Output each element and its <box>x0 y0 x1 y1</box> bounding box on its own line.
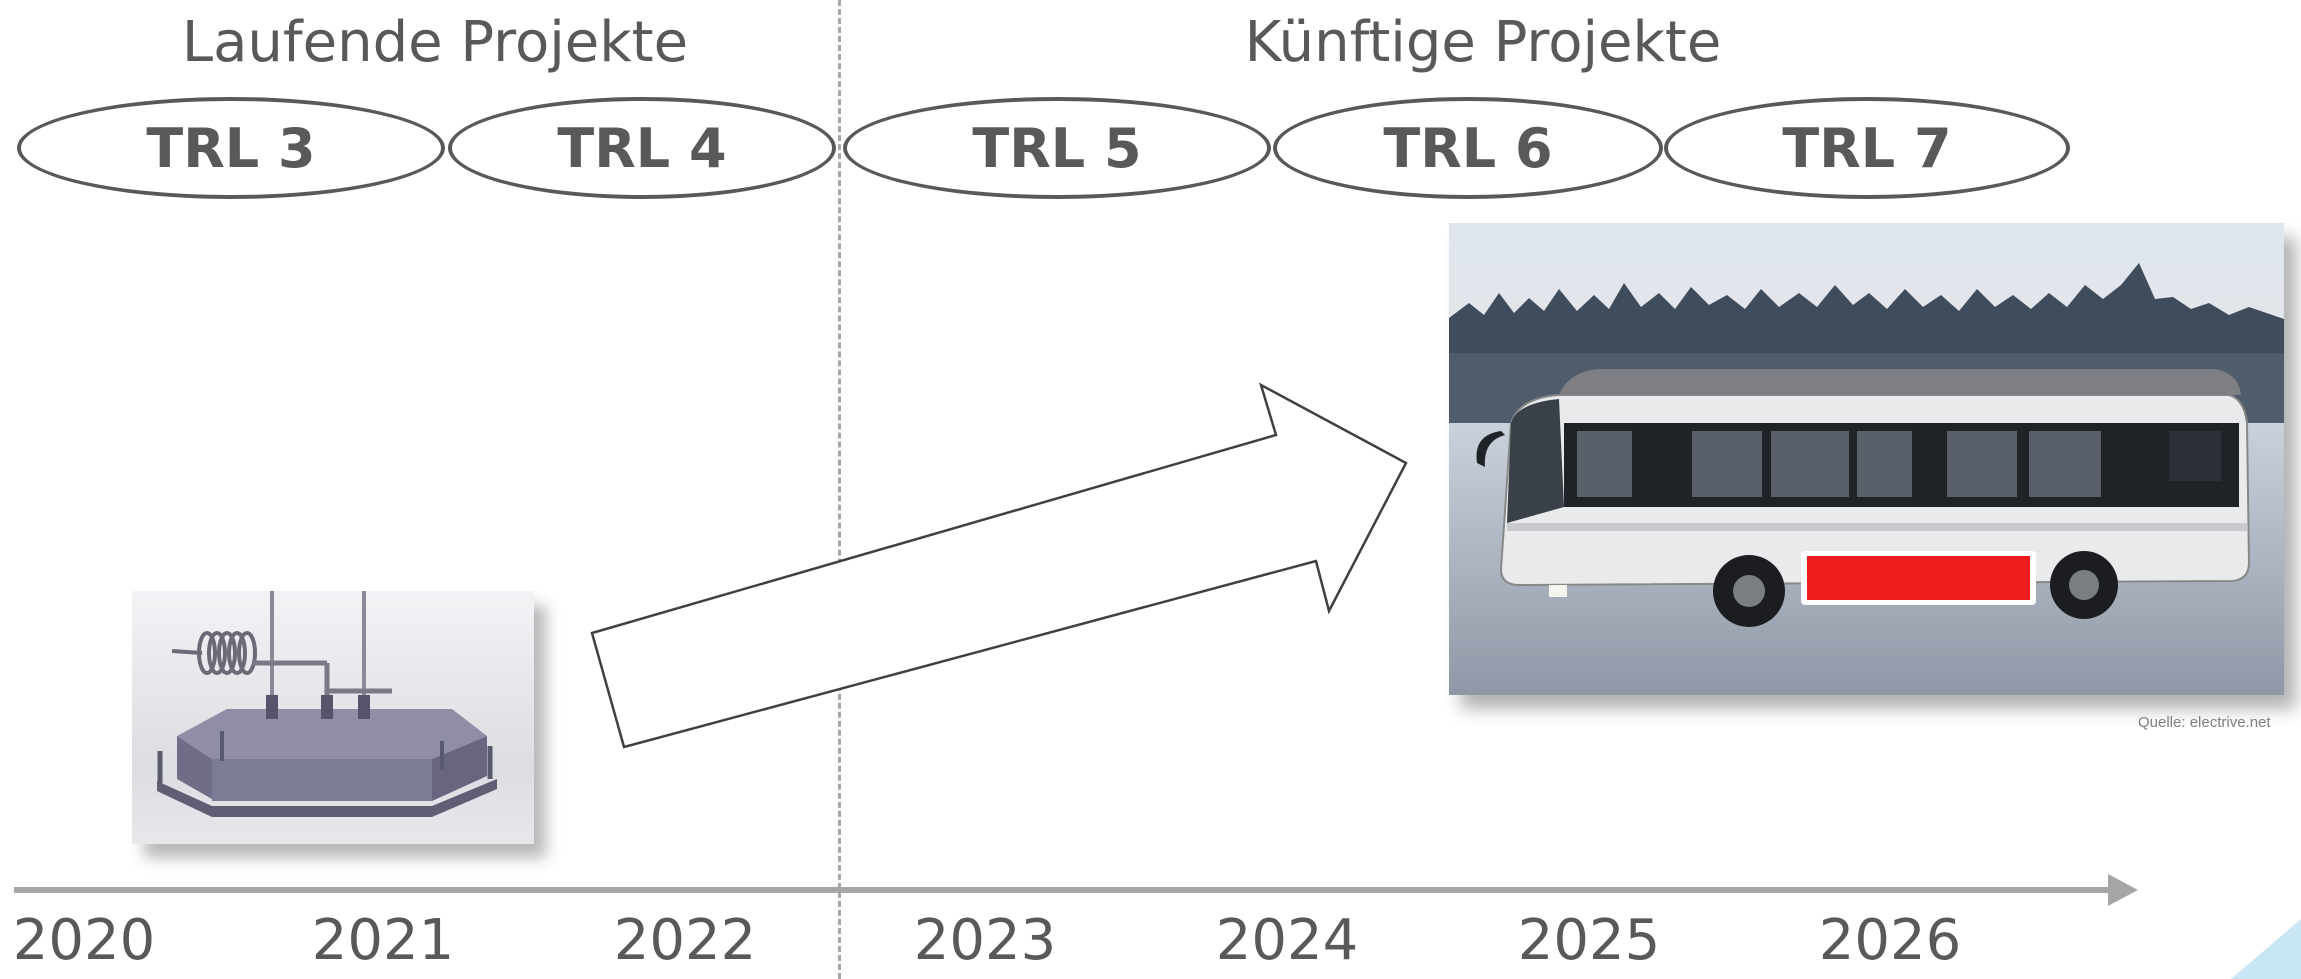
trl-6-ellipse: TRL 6 <box>1273 97 1663 199</box>
trl-7-label: TRL 7 <box>1782 116 1952 180</box>
future-projects-title: Künftige Projekte <box>1244 10 1722 75</box>
trl-5-label: TRL 5 <box>972 116 1142 180</box>
year-label-2026: 2026 <box>1818 908 1962 973</box>
trl-4-ellipse: TRL 4 <box>448 97 836 199</box>
corner-decoration <box>2231 919 2301 979</box>
battery-highlight <box>1807 556 2030 600</box>
running-projects-title: Laufende Projekte <box>181 10 689 75</box>
battery-cell-prototype-icon <box>157 591 497 817</box>
electric-bus-photo <box>1449 223 2284 695</box>
trl-3-label: TRL 3 <box>146 116 316 180</box>
project-phase-divider <box>838 0 841 979</box>
image-source-note: Quelle: electrive.net <box>2138 714 2271 731</box>
timeline-axis <box>14 874 2138 906</box>
trl-5-ellipse: TRL 5 <box>843 97 1271 199</box>
year-label-2022: 2022 <box>613 908 757 973</box>
progress-arrow <box>590 382 1408 749</box>
year-label-2020: 2020 <box>12 908 156 973</box>
year-label-2023: 2023 <box>913 908 1057 973</box>
battery-cell-prototype-image <box>132 591 534 844</box>
year-label-2025: 2025 <box>1517 908 1661 973</box>
trl-7-ellipse: TRL 7 <box>1664 97 2070 199</box>
year-label-2021: 2021 <box>311 908 455 973</box>
trl-3-ellipse: TRL 3 <box>17 97 445 199</box>
year-label-2024: 2024 <box>1215 908 1359 973</box>
electric-bus-photo-icon <box>1449 223 2284 695</box>
trl-6-label: TRL 6 <box>1383 116 1553 180</box>
trl-4-label: TRL 4 <box>557 116 727 180</box>
